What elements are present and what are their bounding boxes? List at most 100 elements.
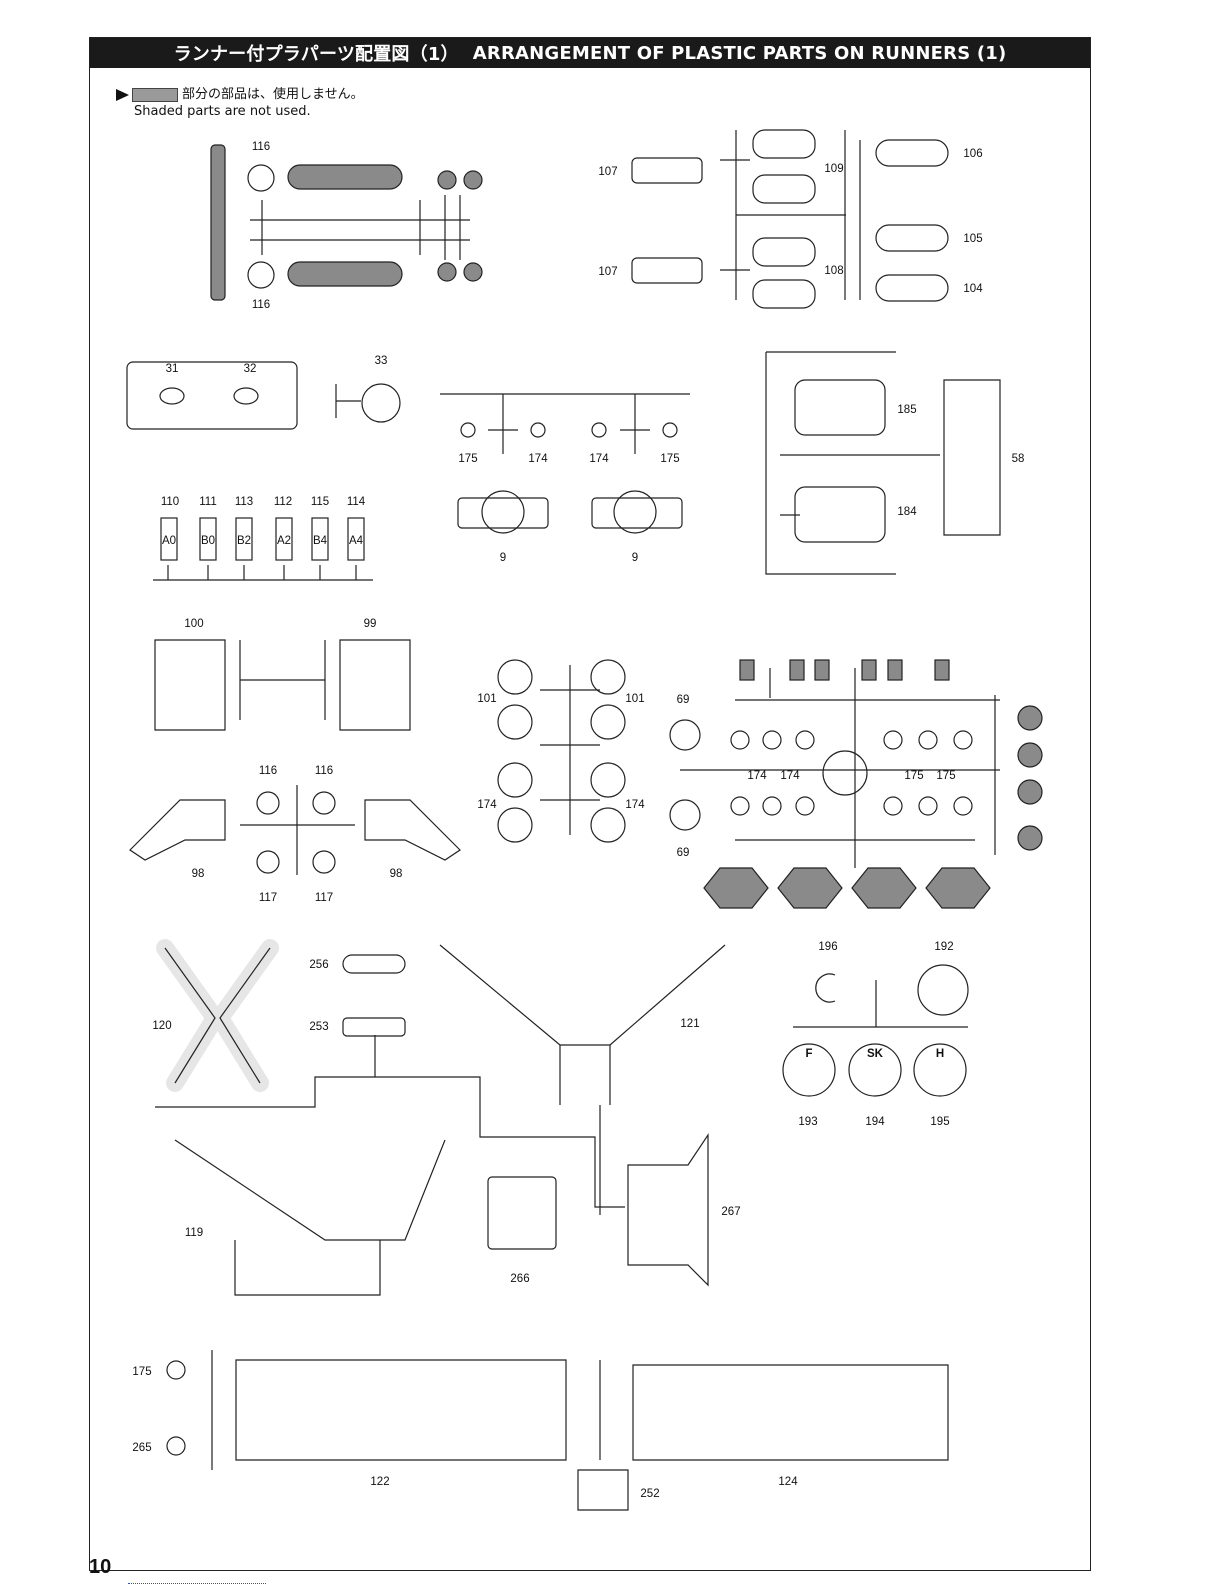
part-32: [233, 387, 259, 405]
part-117: [256, 850, 280, 874]
runner-frame: [239, 640, 326, 720]
part-174: [530, 422, 546, 438]
part-washer: [883, 796, 903, 816]
part-252: [577, 1469, 629, 1511]
page-header: ランナー付プラパーツ配置図（1） ARRANGEMENT OF PLASTIC …: [90, 38, 1090, 68]
header-title-en: ARRANGEMENT OF PLASTIC PARTS ON RUNNERS …: [472, 42, 1007, 64]
part-end-106: [875, 139, 949, 167]
part-washer: [795, 796, 815, 816]
label-267: 267: [721, 1206, 740, 1218]
label-121: 121: [680, 1018, 699, 1030]
runner-frame: [540, 665, 600, 835]
part-bushing: [247, 261, 275, 289]
part-washer: [795, 730, 815, 750]
label-174: 174: [477, 799, 497, 811]
part-end-105: [875, 224, 949, 252]
label-174: 174: [747, 770, 767, 782]
label-174: 174: [780, 770, 800, 782]
label-106: 106: [963, 148, 982, 160]
label-175: 175: [132, 1366, 151, 1378]
part-101: [590, 659, 626, 695]
runner-frame: [240, 785, 355, 875]
part-steering-bar: [210, 144, 226, 301]
runner-frame: [793, 980, 968, 1028]
part-174: [590, 807, 626, 843]
runner-frame: [335, 384, 361, 418]
part-washer: [883, 730, 903, 750]
label-69: 69: [677, 847, 690, 859]
label-266: 266: [510, 1273, 529, 1285]
label-32: 32: [244, 363, 257, 375]
label-31: 31: [166, 363, 179, 375]
part-117: [312, 850, 336, 874]
part-washer: [730, 796, 750, 816]
label-98: 98: [192, 868, 205, 880]
part-175: [166, 1360, 186, 1380]
shaded-parts-note: 部分の部品は、使用しません。 Shaded parts are not used…: [116, 86, 364, 120]
part-120: [164, 947, 271, 1084]
part-193: [782, 1043, 836, 1097]
runner-spur: [782, 964, 969, 1097]
mark-H: H: [936, 1048, 944, 1060]
part-cap-unused: [814, 659, 830, 681]
runner-knuckles: [129, 639, 461, 875]
label-174: 174: [625, 799, 645, 811]
part-174: [591, 422, 607, 438]
header-title-jp: ランナー付プラパーツ配置図（1）: [173, 44, 459, 65]
part-plate-185: [794, 379, 886, 436]
label-124: 124: [778, 1476, 798, 1488]
part-insert-110: [160, 517, 178, 561]
part-washer: [463, 170, 483, 190]
part-267: [627, 1133, 709, 1287]
part-196: [815, 973, 836, 1003]
part-hub-9: [481, 490, 525, 534]
part-174: [590, 762, 626, 798]
page-number: 10: [89, 1556, 112, 1578]
label-109: 109: [824, 163, 843, 175]
part-116: [256, 791, 280, 815]
part-washer-unused: [1017, 825, 1043, 851]
label-105: 105: [963, 233, 982, 245]
runner-frame: [153, 565, 373, 581]
part-insert-115: [311, 517, 329, 561]
part-knuckle-98: [129, 799, 226, 861]
part-bushing: [247, 164, 275, 192]
part-plate-108: [752, 237, 816, 267]
insert-mark: A4: [349, 535, 364, 547]
label-193: 193: [798, 1116, 817, 1128]
part-insert-113: [235, 517, 253, 561]
part-washer: [762, 730, 782, 750]
part-arm-124: [632, 1364, 949, 1461]
label-119: 119: [185, 1227, 203, 1239]
runner-spacers: [497, 659, 626, 843]
part-washer: [918, 796, 938, 816]
runner-frame: [440, 393, 690, 454]
label-99: 99: [364, 618, 377, 630]
part-servo-horn: [287, 261, 403, 287]
label-192: 192: [934, 941, 953, 953]
insert-mark: A0: [162, 535, 176, 547]
part-195: [913, 1043, 967, 1097]
label-69: 69: [677, 694, 690, 706]
runner-frame: [250, 195, 470, 260]
label-256: 256: [309, 959, 328, 971]
runner-frame: [155, 1035, 625, 1215]
part-washer-unused: [1017, 742, 1043, 768]
part-runner-hub: [822, 750, 868, 796]
label-58: 58: [1012, 453, 1025, 465]
part-end-104: [875, 274, 949, 302]
part-cap-unused: [739, 659, 755, 681]
part-knuckle-98: [364, 799, 461, 861]
part-insert-114: [347, 517, 365, 561]
part-120-fill: [156, 939, 279, 1092]
label-175: 175: [458, 453, 477, 465]
part-hub-body: [591, 497, 683, 529]
label-114: 114: [347, 496, 366, 508]
part-insert-112: [275, 517, 293, 561]
label-196: 196: [818, 941, 837, 953]
part-194: [848, 1043, 902, 1097]
part-knuckle-100: [154, 639, 226, 731]
part-175: [460, 422, 476, 438]
label-107: 107: [598, 266, 617, 278]
label-194: 194: [865, 1116, 885, 1128]
